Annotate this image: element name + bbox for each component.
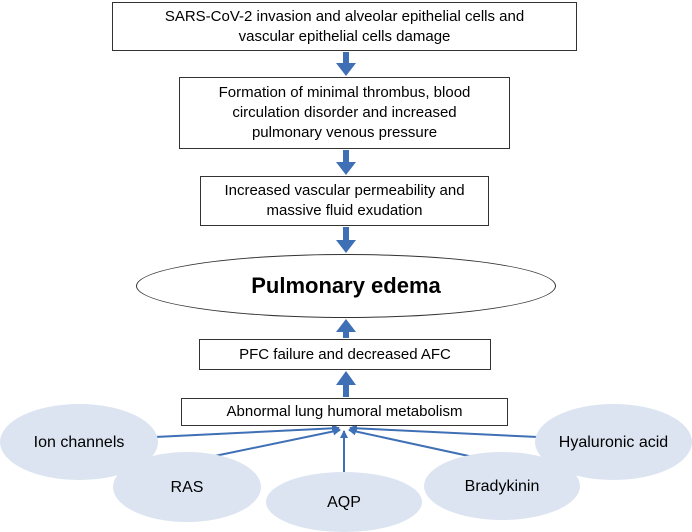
factor-ion-line-2: channels bbox=[60, 433, 125, 451]
factor-aqp: AQP bbox=[266, 472, 422, 532]
factor-ion-line-1: Ion bbox=[33, 433, 56, 451]
arrow-step3-to-edema bbox=[336, 227, 356, 253]
step-1-line-1: SARS-CoV-2 invasion and alveolar epithel… bbox=[164, 7, 525, 25]
connector-bradykinin bbox=[348, 427, 479, 459]
arrow-step1-to-step2 bbox=[336, 52, 356, 76]
step-2-line-1: Formation of minimal thrombus, blood bbox=[218, 84, 471, 101]
factor-connectors bbox=[154, 424, 539, 474]
step-3-line-1: Increased vascular permeability and bbox=[224, 182, 465, 199]
arrow-pfc-to-edema bbox=[336, 319, 356, 338]
pulmonary-edema-label: Pulmonary edema bbox=[251, 273, 441, 298]
factor-hyaluronic-line-1: Hyaluronic bbox=[558, 433, 635, 451]
step-vascular-permeability: Increased vascular permeability and mass… bbox=[200, 176, 489, 226]
factor-hyaluronic-acid: Hyaluronic acid bbox=[535, 404, 692, 480]
factor-aqp-label: AQP bbox=[327, 493, 361, 511]
step-2-line-2: circulation disorder and increased bbox=[232, 104, 457, 121]
factor-ras: RAS bbox=[113, 452, 261, 522]
factor-ras-label: RAS bbox=[170, 478, 204, 496]
connector-hyaluronic bbox=[349, 424, 539, 438]
step-3-line-2: massive fluid exudation bbox=[266, 202, 423, 219]
factor-bradykinin-label: Bradykinin bbox=[464, 477, 540, 495]
step-thrombus-formation: Formation of minimal thrombus, blood cir… bbox=[179, 77, 510, 149]
arrow-metabolism-to-pfc bbox=[336, 371, 356, 397]
connector-ras bbox=[204, 427, 341, 459]
connector-ion bbox=[154, 424, 340, 438]
step-2-line-3: pulmonary venous pressure bbox=[251, 124, 438, 141]
step-5-label: Abnormal lung humoral metabolism bbox=[226, 403, 463, 420]
step-1-line-2: vascular epithelial cells damage bbox=[238, 27, 451, 45]
step-4-label: PFC failure and decreased AFC bbox=[239, 345, 451, 363]
step-abnormal-lung-metabolism: Abnormal lung humoral metabolism bbox=[181, 398, 508, 426]
pulmonary-edema-ellipse: Pulmonary edema bbox=[136, 254, 556, 318]
arrow-step2-to-step3 bbox=[336, 150, 356, 175]
factor-hyaluronic-line-2: acid bbox=[638, 433, 669, 451]
step-sars-cov-2-invasion: SARS-CoV-2 invasion and alveolar epithel… bbox=[112, 2, 577, 51]
step-pfc-failure: PFC failure and decreased AFC bbox=[199, 339, 491, 370]
